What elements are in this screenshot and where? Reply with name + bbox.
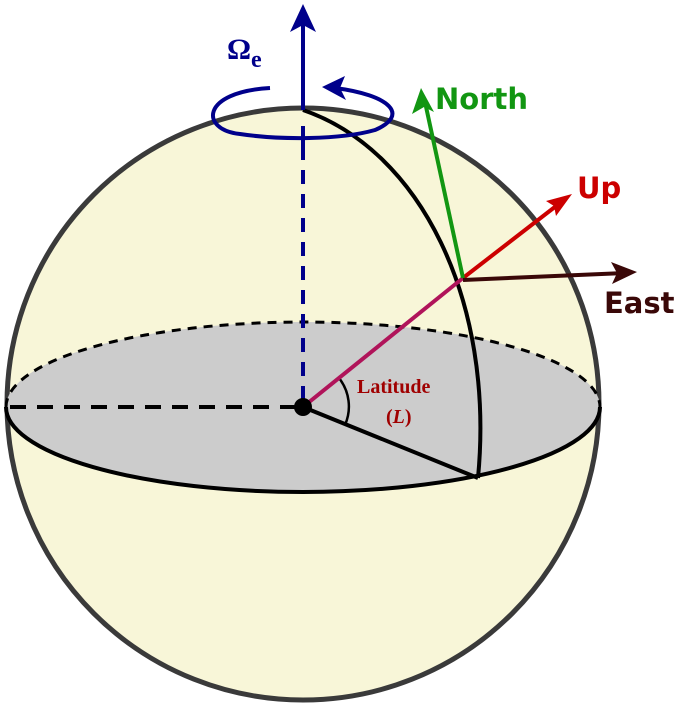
- north-vector: [423, 101, 465, 279]
- east-arrowhead: [611, 262, 637, 284]
- up-arrowhead: [546, 194, 572, 216]
- latitude-radius: [302, 405, 479, 480]
- omega-subscript: e: [251, 47, 262, 73]
- equator-front: [4, 406, 602, 494]
- east-vector: [462, 271, 626, 282]
- omega-label: Ωe: [227, 33, 262, 73]
- earth-center-dot: [294, 398, 312, 416]
- east-label: East: [604, 286, 675, 320]
- rotation-arrowhead: [322, 76, 346, 100]
- up-radius: [301, 276, 465, 409]
- latitude-symbol: (L): [386, 406, 412, 428]
- north-label: North: [435, 82, 528, 116]
- latitude-label: Latitude: [357, 376, 430, 398]
- rotation-axis-arrowhead: [290, 4, 316, 32]
- latitude-angle-arc: [338, 377, 351, 426]
- north-arrowhead: [412, 88, 434, 114]
- up-vector: [461, 201, 562, 280]
- up-label: Up: [577, 171, 621, 205]
- meridian-arc: [302, 108, 483, 479]
- rotation-arrow-circle: [211, 86, 395, 141]
